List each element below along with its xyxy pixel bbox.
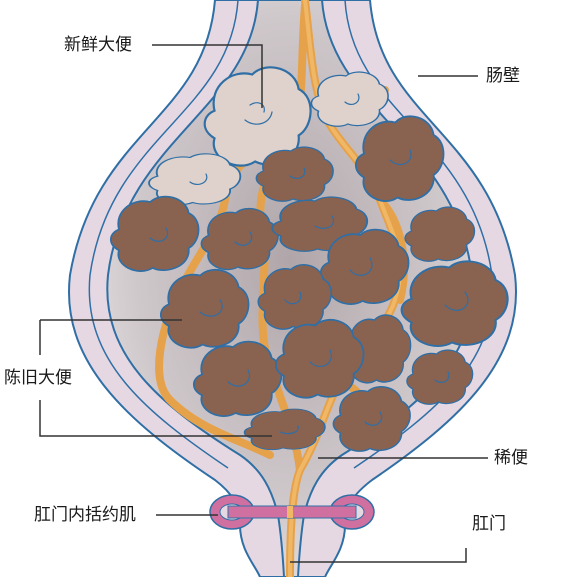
leader-lines — [39, 44, 488, 563]
label-fresh-stool: 新鲜大便 — [64, 35, 132, 55]
label-old-stool: 陈旧大便 — [4, 368, 72, 388]
anal-sphincter-shape — [209, 494, 375, 530]
label-loose-stool: 稀便 — [494, 448, 528, 468]
mucosa-line — [88, 0, 239, 469]
stool-texture — [149, 93, 469, 435]
label-anus: 肛门 — [472, 514, 506, 534]
label-intestinal-wall: 肠壁 — [486, 66, 520, 86]
label-anal-sphincter: 肛门内括约肌 — [34, 505, 136, 525]
